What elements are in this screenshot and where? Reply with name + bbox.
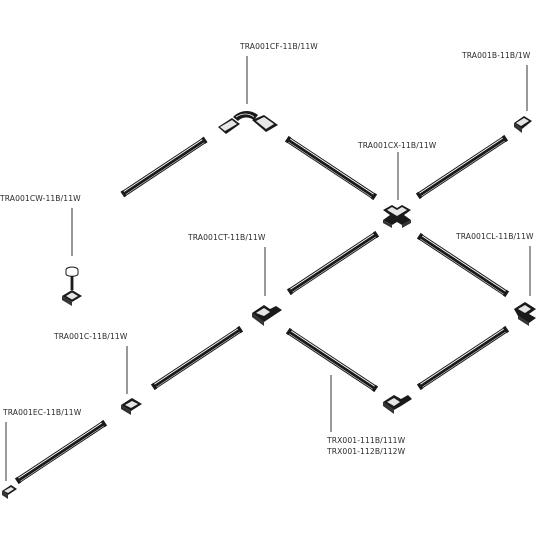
label-cl: TRA001CL-11B/11W: [455, 232, 534, 241]
l-connector: [514, 302, 536, 326]
label-cf: TRA001CF-11B/11W: [239, 42, 318, 51]
rail-upper-left: [119, 136, 209, 198]
l-connector-lower: [383, 395, 412, 414]
label-cx: TRA001CX-11B/11W: [357, 141, 437, 150]
label-c: TRA001C-11B/11W: [53, 332, 128, 341]
end-cap-b: [514, 116, 532, 133]
rail-middle-left: [286, 230, 380, 296]
rail-bottom-left: [14, 419, 108, 485]
rail-lower-center: [150, 325, 244, 391]
label-trx-1: TRX001-111B/111W: [326, 436, 406, 445]
end-cap-feed: [2, 485, 17, 499]
label-b: TRA001B-11B/1W: [461, 51, 531, 60]
label-ec: TRA001EC-11B/11W: [2, 408, 82, 417]
label-trx-2: TRX001-112B/112W: [326, 447, 406, 456]
flex-connector: [218, 111, 278, 134]
rail-middle-right: [416, 232, 510, 298]
x-connector: [383, 205, 411, 228]
label-ct: TRA001CT-11B/11W: [187, 233, 266, 242]
label-cw: TRA001CW-11B/11W: [0, 194, 81, 203]
t-connector: [252, 305, 282, 326]
rail-lower-right-a: [285, 327, 379, 393]
straight-connector: [121, 398, 142, 415]
rail-lower-right-b: [416, 325, 510, 391]
ceiling-connector: [62, 266, 82, 306]
